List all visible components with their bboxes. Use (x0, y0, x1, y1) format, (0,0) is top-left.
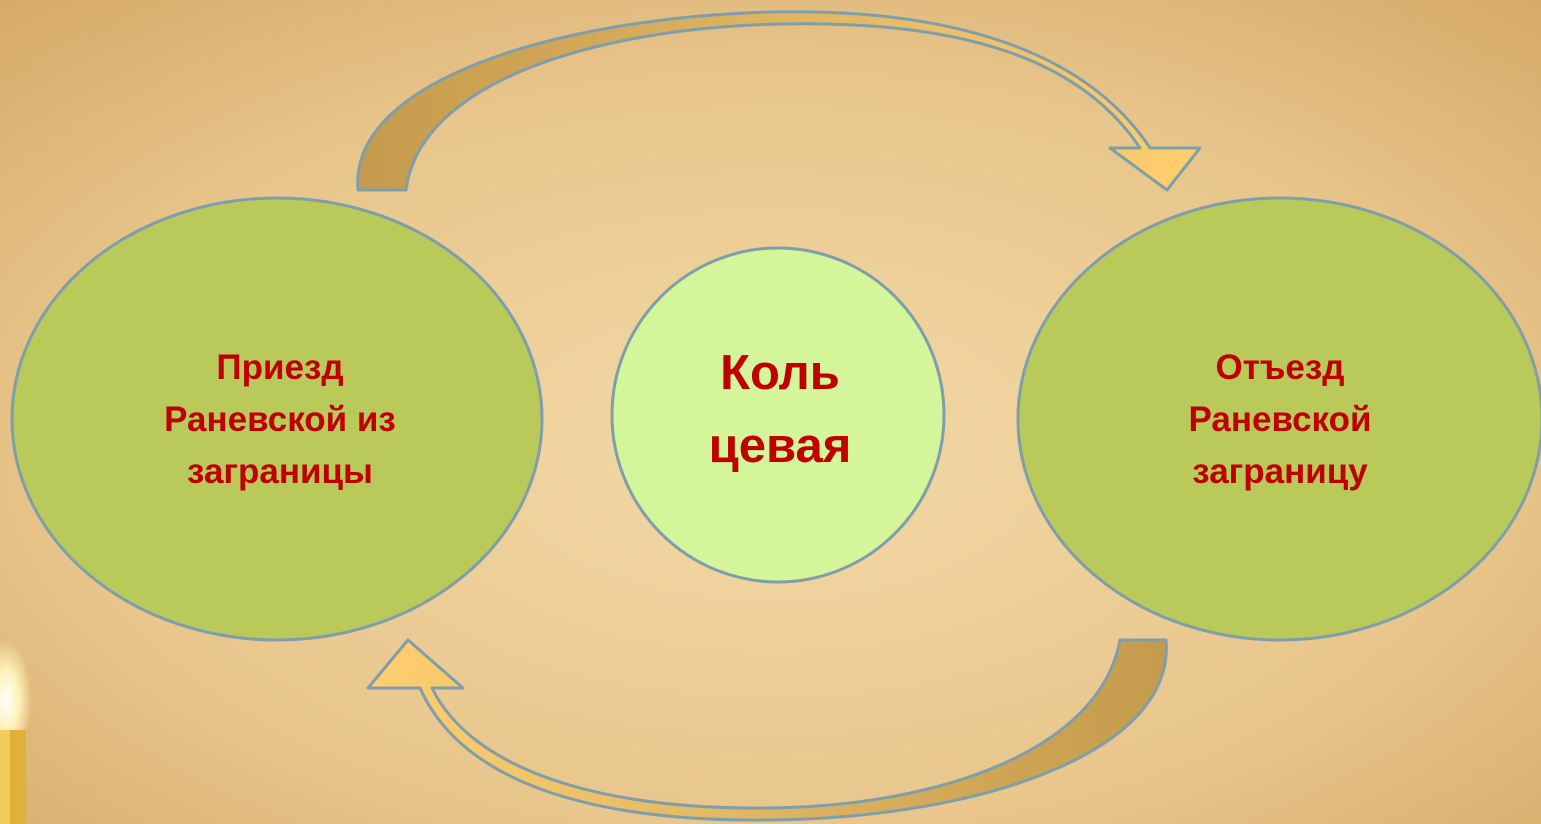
curved-arrow-left-icon (366, 638, 1168, 822)
left-node-label: Приезд Раневской из заграницы (90, 320, 470, 520)
left-node-line-2: Раневской из (164, 400, 396, 439)
right-node-line-3: заграницу (1192, 452, 1368, 491)
center-node-circle (610, 246, 946, 584)
right-node-ellipse (1016, 196, 1541, 642)
right-node-label: Отъезд Раневской заграницу (1090, 320, 1470, 520)
left-node-line-3: заграницы (187, 452, 373, 491)
center-node-label: Коль цевая (640, 320, 920, 500)
center-node-line-2: цевая (708, 419, 852, 473)
left-node-ellipse (10, 196, 544, 642)
candle-icon (0, 640, 32, 824)
center-node-line-1: Коль (720, 346, 840, 400)
left-node-line-1: Приезд (216, 348, 344, 387)
right-node-line-2: Раневской (1188, 400, 1372, 439)
curved-arrow-right-icon (356, 10, 1202, 192)
right-node-line-1: Отъезд (1215, 348, 1345, 387)
